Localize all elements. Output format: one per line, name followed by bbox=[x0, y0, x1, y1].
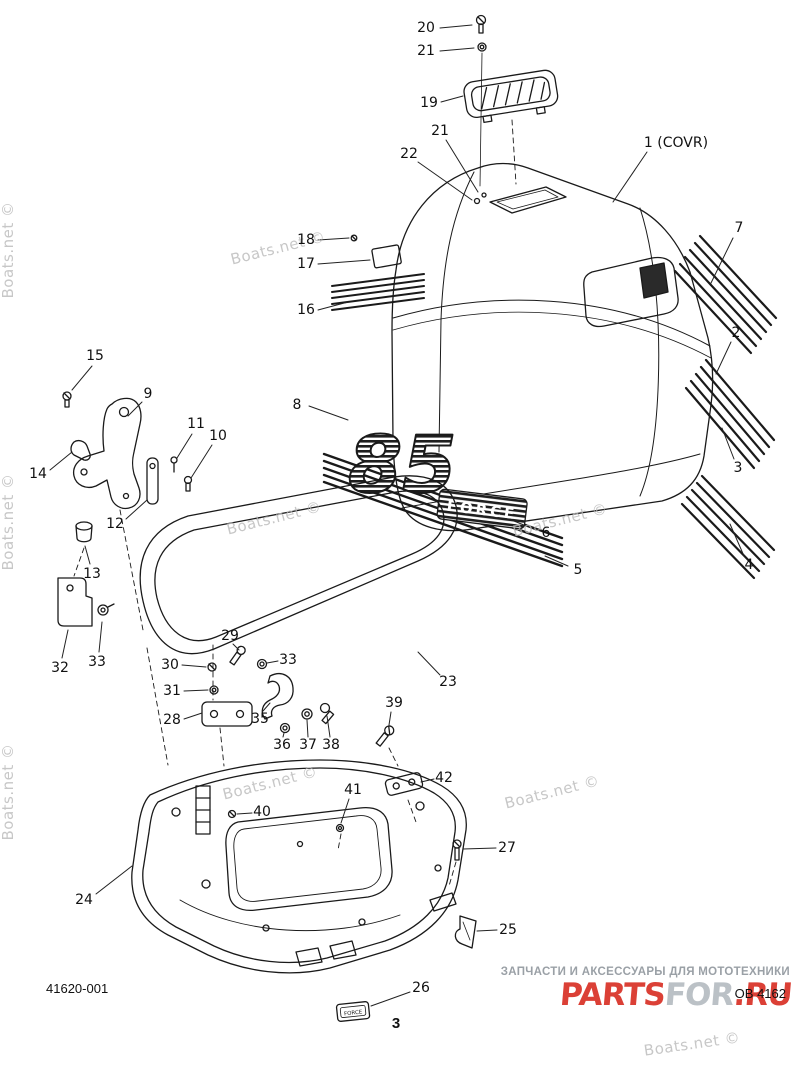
force-plate-part-26: FORCE bbox=[336, 1001, 370, 1021]
screw-part-15 bbox=[63, 392, 71, 407]
doc-number: 41620-001 bbox=[46, 981, 109, 996]
callout-16-8: 16 bbox=[297, 302, 315, 318]
bracket-part-42 bbox=[385, 772, 424, 796]
callout-21-1: 21 bbox=[417, 43, 435, 59]
callout-9-17: 9 bbox=[143, 386, 153, 402]
callout-20-0: 20 bbox=[417, 20, 435, 36]
bolt-part-41 bbox=[337, 825, 344, 832]
page-number: 3 bbox=[391, 1015, 401, 1032]
callout-40-38: 40 bbox=[253, 804, 271, 820]
callout-26-42: 26 bbox=[412, 980, 430, 996]
construction-lines bbox=[74, 510, 456, 886]
washer-part-31 bbox=[210, 686, 218, 694]
callout-39-35: 39 bbox=[385, 695, 403, 711]
callout-38-34: 38 bbox=[322, 737, 340, 753]
stripe-band-16 bbox=[332, 274, 424, 310]
callout-41-37: 41 bbox=[344, 782, 362, 798]
stripe-band-right-upper bbox=[675, 236, 776, 353]
pin-part-10 bbox=[185, 477, 192, 492]
callout-21-3: 21 bbox=[431, 123, 449, 139]
bolt-part-29 bbox=[229, 645, 247, 666]
bottom-cowl-part-24 bbox=[132, 760, 467, 973]
callout-17-7: 17 bbox=[297, 256, 315, 272]
callout-25-41: 25 bbox=[499, 922, 517, 938]
logo-for: FOR bbox=[663, 977, 736, 1013]
callout-18-6: 18 bbox=[297, 232, 315, 248]
washer-part-36 bbox=[281, 724, 290, 733]
callout-23-25: 23 bbox=[439, 674, 457, 690]
screw-part-39 bbox=[375, 724, 396, 747]
clip-part-25 bbox=[455, 916, 476, 948]
callout-31-29: 31 bbox=[163, 683, 181, 699]
washer-part-37 bbox=[302, 709, 312, 719]
callout-33-27: 33 bbox=[279, 652, 297, 668]
hook-part-35 bbox=[262, 674, 293, 719]
leader-lines bbox=[50, 25, 744, 1006]
pin-part-11 bbox=[171, 457, 177, 472]
callout-1-COVR--5: 1 (COVR) bbox=[643, 135, 709, 151]
callout-6-14: 6 bbox=[541, 525, 551, 541]
seal-ring-part-23 bbox=[140, 476, 457, 654]
screw-part-27 bbox=[453, 840, 461, 860]
bracket-part-28 bbox=[202, 702, 252, 726]
callout-11-19: 11 bbox=[187, 416, 205, 432]
callout-12-21: 12 bbox=[106, 516, 124, 532]
force-badge: FORCE bbox=[437, 489, 528, 530]
stripe-band-right-middle bbox=[686, 360, 774, 468]
callout-24-40: 24 bbox=[75, 892, 93, 908]
callout-2-10: 2 bbox=[731, 325, 741, 341]
callout-3-11: 3 bbox=[733, 460, 743, 476]
callout-14-18: 14 bbox=[29, 466, 47, 482]
clip-part-14 bbox=[71, 441, 90, 461]
callout-15-16: 15 bbox=[86, 348, 104, 364]
callout-22-4: 22 bbox=[400, 146, 418, 162]
fastener-part-18 bbox=[351, 235, 357, 241]
callout-5-15: 5 bbox=[573, 562, 583, 578]
logo-parts: PARTS bbox=[558, 977, 667, 1013]
screw-part-20 bbox=[477, 16, 486, 34]
screw-part-40 bbox=[229, 811, 236, 818]
callout-28-30: 28 bbox=[163, 712, 181, 728]
washer-part-21 bbox=[478, 43, 486, 186]
plate-part-17 bbox=[372, 245, 402, 268]
svg-text:FORCE: FORCE bbox=[344, 1009, 363, 1017]
callout-37-33: 37 bbox=[299, 737, 317, 753]
callout-8-13: 8 bbox=[292, 397, 302, 413]
grommet-part-13 bbox=[76, 522, 92, 542]
knob-part-33 bbox=[98, 604, 114, 615]
latch-bracket-part-9 bbox=[74, 398, 141, 508]
callout-42-36: 42 bbox=[435, 770, 453, 786]
handle-grille-part-19 bbox=[463, 69, 560, 125]
callout-7-9: 7 bbox=[734, 220, 744, 236]
catalog-code: OB 4162 bbox=[734, 986, 786, 1001]
callout-10-20: 10 bbox=[209, 428, 227, 444]
callout-29-26: 29 bbox=[221, 628, 239, 644]
callout-27-39: 27 bbox=[498, 840, 516, 856]
callout-19-2: 19 bbox=[420, 95, 438, 111]
plate-part-12 bbox=[147, 458, 158, 504]
callout-33-24: 33 bbox=[88, 654, 106, 670]
bolt-part-38 bbox=[321, 704, 334, 724]
footer-tagline: ЗАПЧАСТИ И АКСЕССУАРЫ ДЛЯ МОТОТЕХНИКИ bbox=[500, 966, 790, 978]
callout-35-31: 35 bbox=[251, 711, 269, 727]
nut-part-33b bbox=[258, 660, 267, 669]
callout-36-32: 36 bbox=[273, 737, 291, 753]
callout-32-23: 32 bbox=[51, 660, 69, 676]
stripe-band-right-lower-4 bbox=[682, 476, 774, 578]
screw-part-30 bbox=[208, 663, 216, 671]
callout-4-12: 4 bbox=[744, 557, 754, 573]
callout-13-22: 13 bbox=[83, 566, 101, 582]
callout-30-28: 30 bbox=[161, 657, 179, 673]
bracket-part-32 bbox=[58, 578, 92, 626]
